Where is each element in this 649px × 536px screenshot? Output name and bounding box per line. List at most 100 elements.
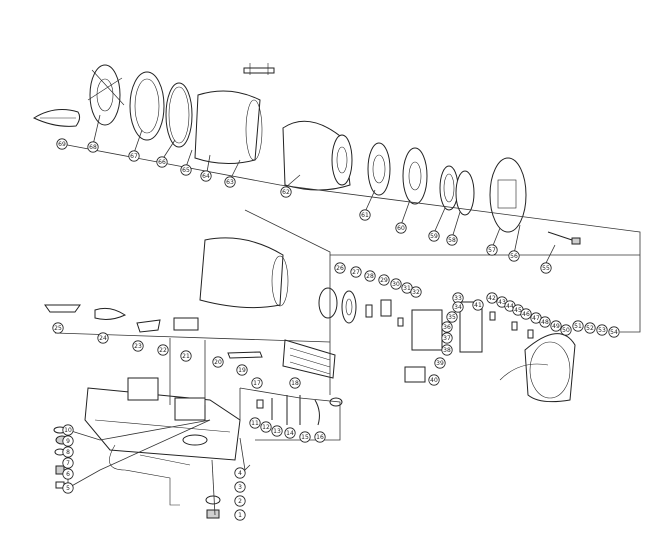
callout-circle (234, 467, 246, 479)
callout-number: 52 (586, 325, 594, 332)
inner-combustion-chamber (282, 120, 353, 191)
callout-13: 13 (271, 425, 283, 437)
callout-number: 4 (238, 470, 242, 477)
callout-26: 26 (334, 262, 346, 274)
callout-circle (441, 332, 453, 344)
callout-number: 5 (66, 485, 70, 492)
callout-61: 61 (359, 209, 371, 221)
callout-number: 63 (226, 179, 234, 186)
callout-circle (472, 299, 484, 311)
callout-circle (446, 234, 458, 246)
callout-circle (452, 301, 464, 313)
callout-28: 28 (364, 270, 376, 282)
callout-circle (56, 138, 68, 150)
brackets-row (44, 304, 263, 359)
callout-35: 35 (446, 311, 458, 323)
callout-number: 2 (238, 498, 242, 505)
callout-number: 39 (436, 360, 444, 367)
callout-number: 12 (262, 424, 270, 431)
callout-circle (441, 321, 453, 333)
callout-5: 5 (62, 482, 74, 494)
spark-plug (547, 231, 581, 245)
callout-circle (390, 278, 402, 290)
callout-57: 57 (486, 244, 498, 256)
callout-circle (280, 186, 292, 198)
small-components-row (365, 299, 534, 339)
callout-number: 36 (443, 324, 451, 331)
callout-number: 45 (514, 307, 522, 314)
callout-circle (550, 320, 562, 332)
callout-number: 3 (238, 484, 242, 491)
callout-number: 53 (598, 327, 606, 334)
callout-circle (608, 326, 620, 338)
callout-circle (62, 482, 74, 494)
callout-3: 3 (234, 481, 246, 493)
callout-number: 6 (66, 471, 70, 478)
callout-number: 38 (443, 347, 451, 354)
callout-50: 50 (560, 324, 572, 336)
callout-number: 46 (522, 311, 530, 318)
callout-circle (260, 421, 272, 433)
callout-circle (539, 316, 551, 328)
callout-21: 21 (180, 350, 192, 362)
callout-6: 6 (62, 468, 74, 480)
callout-15: 15 (299, 431, 311, 443)
callout-number: 62 (282, 189, 290, 196)
callout-circle (180, 350, 192, 362)
callout-number: 10 (64, 427, 72, 434)
callout-circle (540, 262, 552, 274)
callout-48: 48 (539, 316, 551, 328)
callout-number: 17 (253, 380, 261, 387)
rear-cover-plate (489, 157, 527, 233)
callout-number: 58 (448, 237, 456, 244)
callout-circle (508, 250, 520, 262)
control-box (404, 301, 483, 383)
callout-number: 24 (99, 335, 107, 342)
fuel-tank (84, 377, 241, 461)
callout-number: 1 (238, 512, 242, 519)
callout-number: 29 (380, 277, 388, 284)
callout-29: 29 (378, 274, 390, 286)
callout-number: 44 (506, 303, 514, 310)
callout-circle (52, 322, 64, 334)
callout-number: 9 (66, 438, 70, 445)
callout-number: 27 (352, 269, 360, 276)
callout-circle (428, 374, 440, 386)
callout-27: 27 (350, 266, 362, 278)
callout-number: 19 (238, 367, 246, 374)
callout-55: 55 (540, 262, 552, 274)
callout-number: 8 (66, 449, 70, 456)
callout-23: 23 (132, 340, 144, 352)
callout-64: 64 (200, 170, 212, 182)
callout-54: 54 (608, 326, 620, 338)
callout-number: 69 (58, 141, 66, 148)
callout-60: 60 (395, 222, 407, 234)
callout-circle (560, 324, 572, 336)
callout-11: 11 (249, 417, 261, 429)
callout-number: 13 (273, 428, 281, 435)
callout-38: 38 (441, 344, 453, 356)
callout-circle (284, 427, 296, 439)
fan-shroud-ring (318, 287, 357, 324)
callout-36: 36 (441, 321, 453, 333)
callout-number: 54 (610, 329, 618, 336)
front-gasket (165, 82, 193, 148)
callout-circle (180, 164, 192, 176)
callout-circle (434, 357, 446, 369)
side-grille-panel (282, 339, 336, 379)
callout-25: 25 (52, 322, 64, 334)
callout-17: 17 (251, 377, 263, 389)
callout-number: 25 (54, 325, 62, 332)
small-hardware-row (256, 395, 343, 426)
callout-number: 50 (562, 327, 570, 334)
callout-circle (289, 377, 301, 389)
callout-number: 16 (316, 434, 324, 441)
fuel-cap-parts (205, 495, 221, 519)
callout-circle (364, 270, 376, 282)
callout-number: 42 (488, 295, 496, 302)
callout-19: 19 (236, 364, 248, 376)
callout-67: 67 (128, 150, 140, 162)
callout-number: 21 (182, 353, 190, 360)
callout-12: 12 (260, 421, 272, 433)
